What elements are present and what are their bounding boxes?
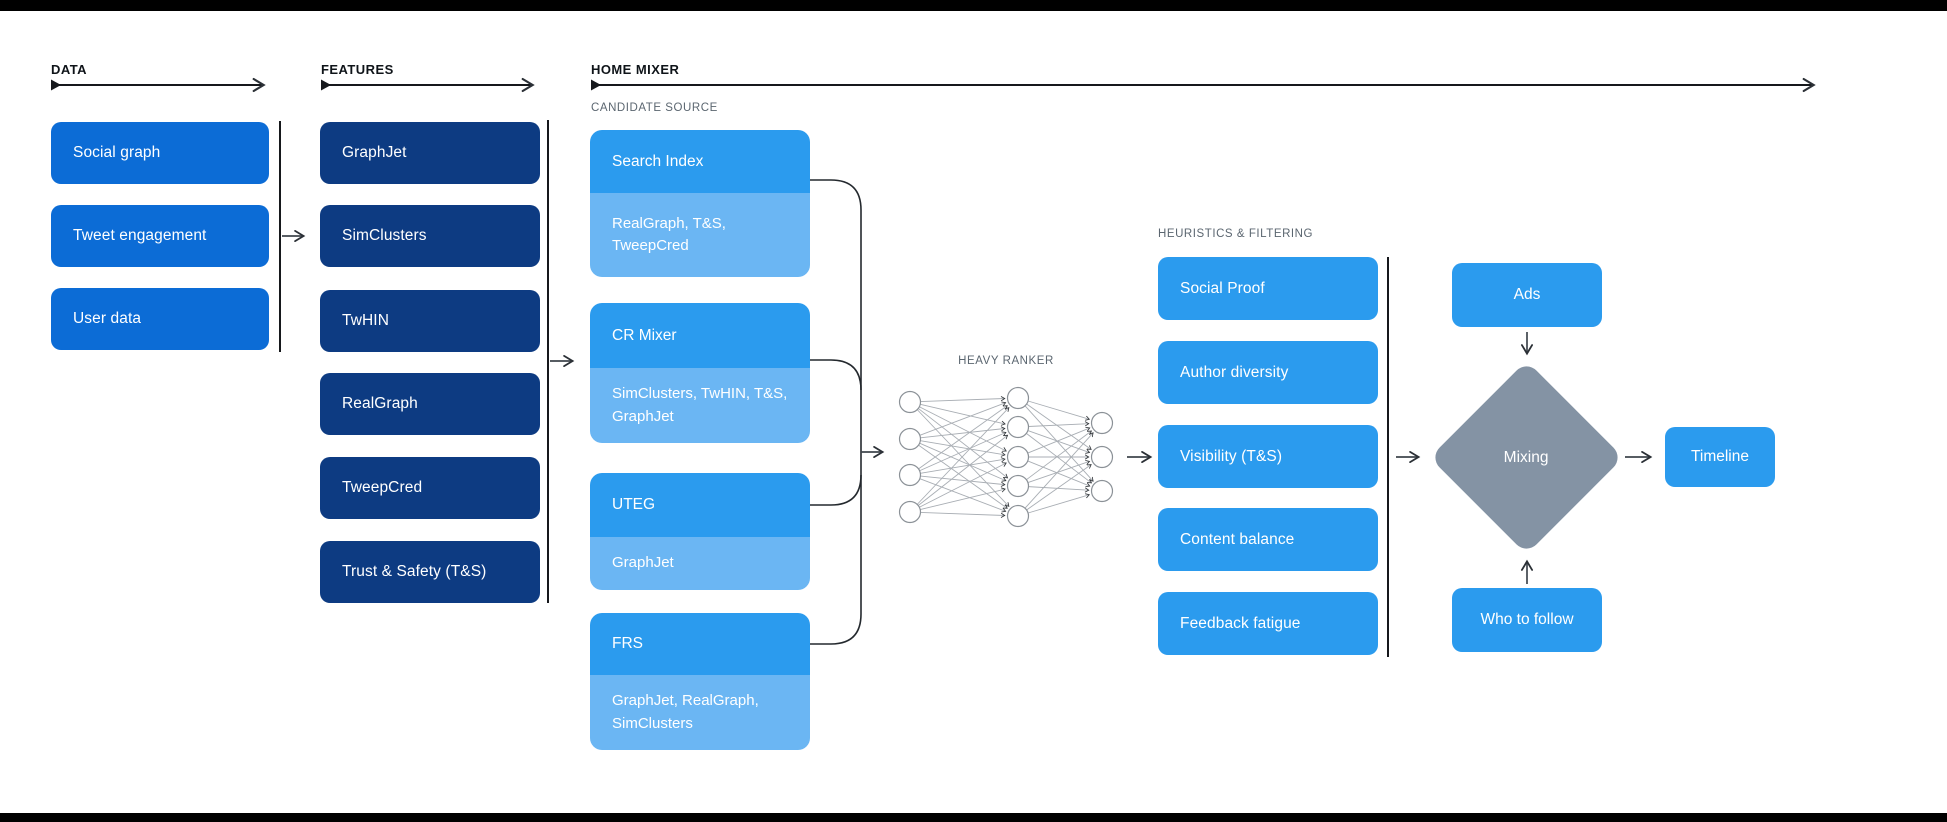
box-user-data: User data [51,288,269,350]
candidate-sources: SimClusters, TwHIN, T&S, GraphJet [590,368,810,443]
data-heading: DATA [51,62,87,77]
box-who-to-follow: Who to follow [1452,588,1602,652]
heavy-ranker-heading: HEAVY RANKER [958,355,1054,367]
box-ads: Ads [1452,263,1602,327]
candidate-name: Search Index [590,130,810,193]
box-feedback-fatigue: Feedback fatigue [1158,592,1378,655]
box-realgraph: RealGraph [320,373,540,435]
heavy-ranker-network [898,386,1114,528]
box-simclusters: SimClusters [320,205,540,267]
data-heading-arrow [51,77,266,93]
box-trust-safety: Trust & Safety (T&S) [320,541,540,603]
box-visibility-ts: Visibility (T&S) [1158,425,1378,488]
features-heading-arrow [321,77,535,93]
heuristics-heading: HEURISTICS & FILTERING [1158,228,1314,240]
candidate-group-uteg: UTEG GraphJet [590,473,810,590]
home-mixer-heading: HOME MIXER [591,62,680,77]
box-timeline: Timeline [1665,427,1775,487]
candidate-group-search-index: Search Index RealGraph, T&S, TweepCred [590,130,810,277]
box-tweet-engagement: Tweet engagement [51,205,269,267]
candidate-name: CR Mixer [590,303,810,368]
candidate-group-frs: FRS GraphJet, RealGraph, SimClusters [590,613,810,750]
features-heading: FEATURES [321,62,394,77]
top-black-bar [0,0,1947,11]
candidate-group-cr-mixer: CR Mixer SimClusters, TwHIN, T&S, GraphJ… [590,303,810,443]
candidate-name: FRS [590,613,810,675]
box-social-graph: Social graph [51,122,269,184]
box-twhin: TwHIN [320,290,540,352]
box-social-proof: Social Proof [1158,257,1378,320]
box-content-balance: Content balance [1158,508,1378,571]
bottom-black-bar [0,813,1947,822]
box-tweepcred: TweepCred [320,457,540,519]
candidate-sources: RealGraph, T&S, TweepCred [590,193,810,277]
box-graphjet: GraphJet [320,122,540,184]
candidate-sources: GraphJet, RealGraph, SimClusters [590,675,810,750]
candidate-sources: GraphJet [590,537,810,590]
candidate-collector [810,179,885,645]
candidate-name: UTEG [590,473,810,537]
box-author-diversity: Author diversity [1158,341,1378,404]
home-mixer-heading-arrow [591,77,1816,93]
candidate-source-heading: CANDIDATE SOURCE [591,102,718,114]
